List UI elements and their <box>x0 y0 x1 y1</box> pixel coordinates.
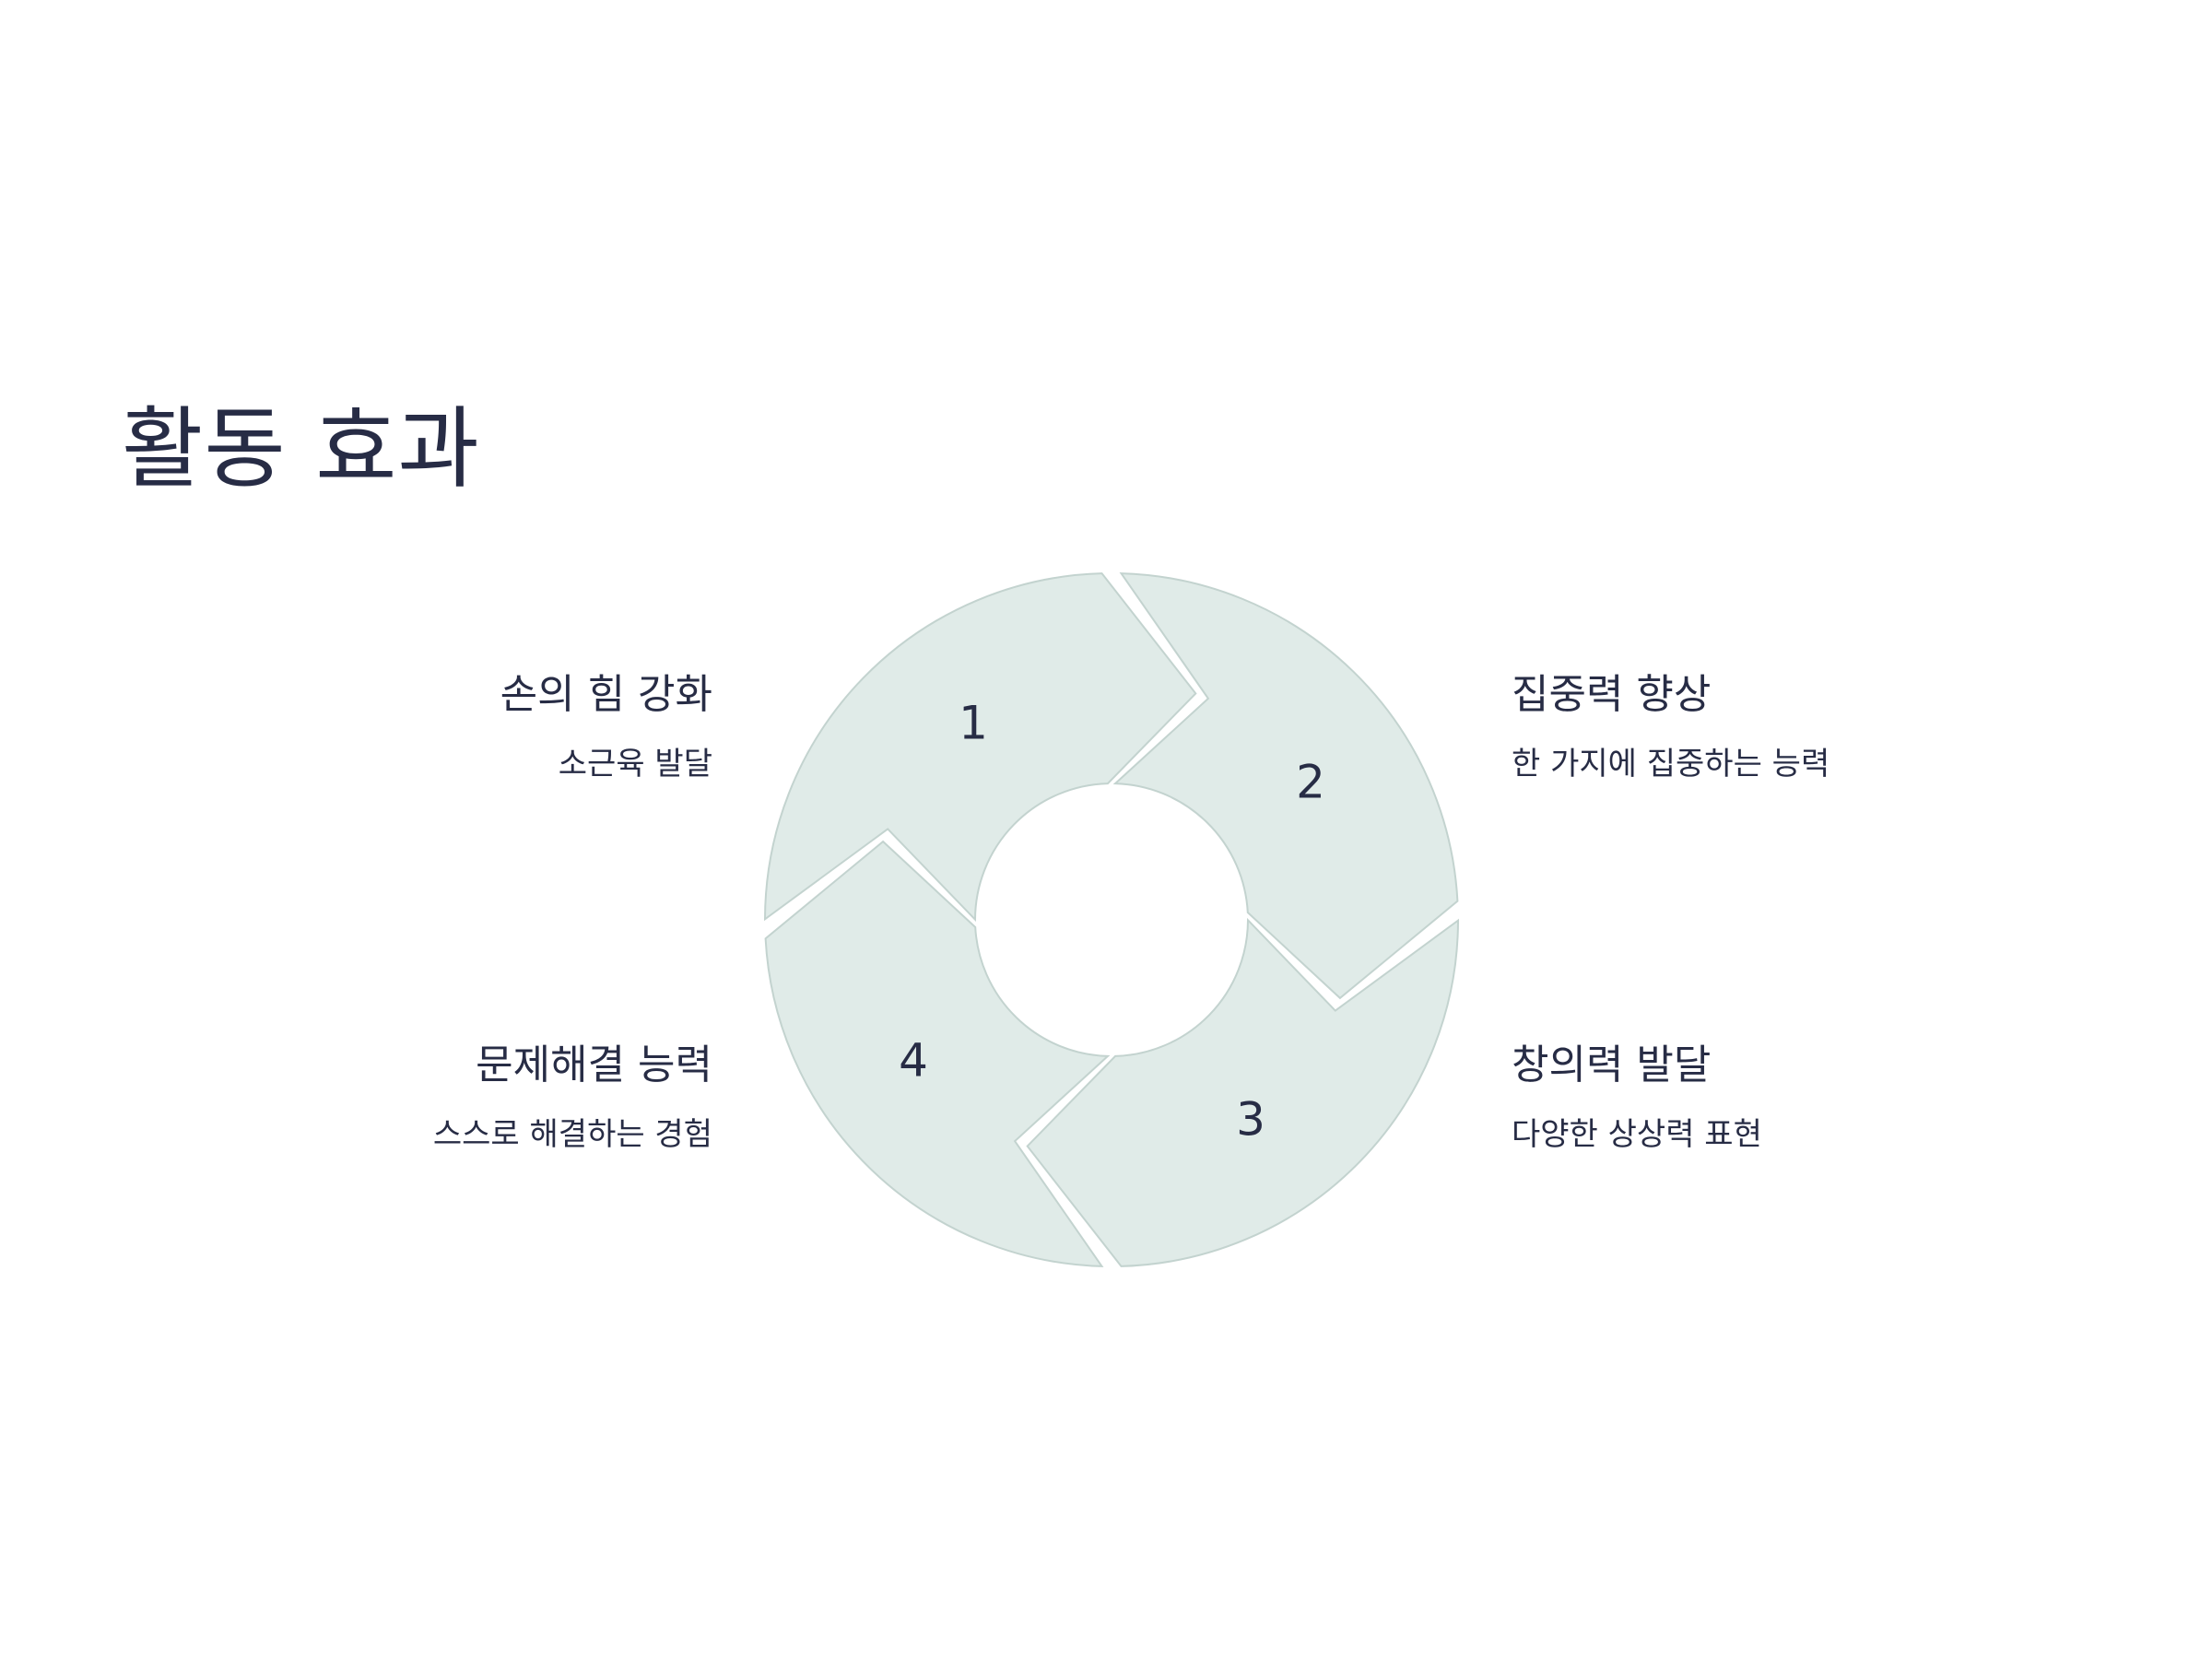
step-number-3: 3 <box>1236 1093 1265 1147</box>
step-title-3: 창의력 발달 <box>1512 1041 1712 1088</box>
step-title-4: 문제해결 능력 <box>476 1041 712 1088</box>
cycle-segment-2 <box>1026 917 1460 1267</box>
cycle-segment-3 <box>764 840 1111 1267</box>
slide-title: 활동 효과 <box>122 397 480 500</box>
step-desc-4: 스스로 해결하는 경험 <box>432 1115 712 1153</box>
cycle-segment-1 <box>1112 572 1459 1000</box>
step-number-4: 4 <box>899 1034 928 1088</box>
step-label-1: 손의 힘 강화 소근육 발달 <box>67 671 712 783</box>
step-label-2: 집중력 향상 한 가지에 집중하는 능력 <box>1512 671 2157 783</box>
step-desc-3: 다양한 상상력 표현 <box>1512 1115 1762 1153</box>
step-label-4: 문제해결 능력 스스로 해결하는 경험 <box>67 1041 712 1154</box>
step-title-1: 손의 힘 강화 <box>500 671 712 718</box>
step-label-3: 창의력 발달 다양한 상상력 표현 <box>1512 1041 2157 1154</box>
cycle-segment-4 <box>763 572 1197 923</box>
step-desc-1: 소근육 발달 <box>558 745 712 782</box>
step-number-2: 2 <box>1296 756 1325 809</box>
step-desc-2: 한 가지에 집중하는 능력 <box>1512 745 1830 782</box>
step-number-1: 1 <box>959 697 988 750</box>
step-title-2: 집중력 향상 <box>1512 671 1712 718</box>
